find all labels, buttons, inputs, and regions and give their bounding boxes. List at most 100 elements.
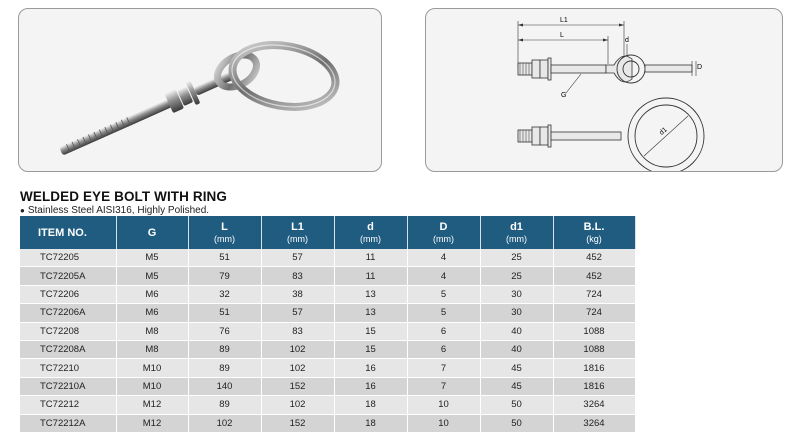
cell-item-no: TC72212 [20,395,117,415]
cell-d-big: 5 [407,303,481,323]
cell-d1: 30 [480,285,554,305]
cell-bl: 724 [553,303,636,323]
bullet-icon: ● [20,206,25,215]
cell-g: M8 [116,322,189,341]
cell-item-no: TC72210 [20,358,117,378]
cell-g: M5 [116,249,189,268]
header-item-no: ITEM NO. [20,216,117,249]
cell-d-big: 7 [407,358,481,378]
product-subtitle: ●Stainless Steel AISI316, Highly Polishe… [20,205,209,216]
cell-l: 32 [188,285,262,305]
cell-l: 89 [188,395,262,415]
cell-bl: 452 [553,249,636,268]
cell-d1: 25 [480,266,554,286]
cell-g: M6 [116,303,189,323]
cell-l1: 83 [261,322,335,341]
cell-d: 18 [334,414,408,433]
header-bl: B.L.(kg) [553,216,636,249]
dim-label-L: L [560,32,564,39]
header-l: L(mm) [188,216,262,249]
cell-l1: 152 [261,377,335,397]
cell-d: 15 [334,340,408,360]
cell-d1: 40 [480,340,554,360]
dim-label-D: D [697,64,702,71]
cell-bl: 1088 [553,340,636,360]
eye-bolt-drawing: L1 L d D G [517,17,705,171]
cell-d: 16 [334,377,408,397]
dim-label-d: d [625,37,629,44]
cell-d1: 40 [480,322,554,341]
cell-g: M10 [116,358,189,378]
header-g: G [116,216,189,249]
cell-d1: 25 [480,249,554,268]
cell-bl: 3264 [553,414,636,433]
header-d-big: D(mm) [407,216,481,249]
cell-item-no: TC72206 [20,285,117,305]
cell-d: 11 [334,249,408,268]
dim-label-L1: L1 [560,17,568,24]
cell-bl: 452 [553,266,636,286]
cell-d-big: 10 [407,395,481,415]
cell-g: M8 [116,340,189,360]
cell-g: M5 [116,266,189,286]
product-photo-panel [18,8,382,172]
cell-l1: 38 [261,285,335,305]
eye-bolt-photo [60,41,340,155]
cell-d-big: 4 [407,249,481,268]
cell-g: M6 [116,285,189,305]
cell-item-no: TC72205 [20,249,117,268]
cell-l1: 57 [261,249,335,268]
cell-l1: 102 [261,358,335,378]
cell-l: 51 [188,249,262,268]
cell-l: 76 [188,322,262,341]
cell-d: 16 [334,358,408,378]
table-header-row: ITEM NO. G L(mm) L1(mm) d(mm) D(mm) d1(m… [20,216,636,249]
cell-d-big: 10 [407,414,481,433]
cell-d1: 45 [480,358,554,378]
dim-label-G: G [561,92,566,99]
cell-item-no: TC72212A [20,414,117,433]
cell-d-big: 6 [407,322,481,341]
cell-g: M12 [116,414,189,433]
cell-d-big: 7 [407,377,481,397]
header-d1: d1(mm) [480,216,554,249]
spec-table: ITEM NO. G L(mm) L1(mm) d(mm) D(mm) d1(m… [20,216,636,433]
cell-d: 18 [334,395,408,415]
cell-g: M12 [116,395,189,415]
cell-bl: 1816 [553,358,636,378]
cell-d1: 50 [480,414,554,433]
dim-label-d1: d1 [658,126,669,136]
cell-d-big: 6 [407,340,481,360]
cell-bl: 724 [553,285,636,305]
cell-g: M10 [116,377,189,397]
cell-bl: 1816 [553,377,636,397]
cell-item-no: TC72206A [20,303,117,323]
cell-l: 89 [188,358,262,378]
cell-l: 51 [188,303,262,323]
subtitle-text: Stainless Steel AISI316, Highly Polished… [27,205,210,216]
header-d-small: d(mm) [334,216,408,249]
cell-d1: 45 [480,377,554,397]
cell-item-no: TC72210A [20,377,117,397]
header-l1: L1(mm) [261,216,335,249]
cell-l: 89 [188,340,262,360]
cell-item-no: TC72205A [20,266,117,286]
cell-l: 79 [188,266,262,286]
cell-l: 102 [188,414,262,433]
cell-d: 13 [334,303,408,323]
cell-item-no: TC72208 [20,322,117,341]
cell-d: 11 [334,266,408,286]
technical-drawing-panel: L1 L d D G [425,8,783,172]
cell-d-big: 5 [407,285,481,305]
cell-d-big: 4 [407,266,481,286]
cell-d: 13 [334,285,408,305]
cell-l1: 152 [261,414,335,433]
cell-d1: 30 [480,303,554,323]
